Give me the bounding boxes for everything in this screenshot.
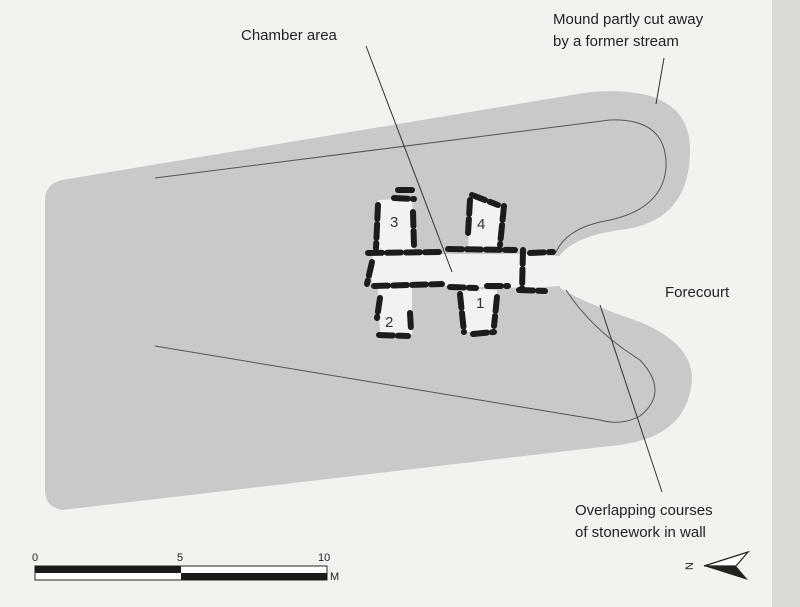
scale-tick-0: 0 <box>32 552 38 564</box>
chamber-3-label: 3 <box>390 214 398 231</box>
chamber-2-label: 2 <box>385 314 393 331</box>
stone-walls <box>364 187 556 339</box>
scale-unit: M <box>330 571 339 583</box>
overlap-label-line1: Overlapping courses <box>575 502 713 519</box>
north-letter: N <box>684 562 696 570</box>
scale-tick-10: 10 <box>318 552 330 564</box>
forecourt-label: Forecourt <box>665 284 730 301</box>
mound-outline <box>45 91 692 510</box>
page-fold-shadow <box>772 0 800 607</box>
mound-label-line2: by a former stream <box>553 33 679 50</box>
overlap-leader <box>599 304 663 493</box>
mound-leader <box>655 57 665 105</box>
chamber-floor <box>372 197 560 334</box>
inner-wall-line <box>154 119 667 253</box>
north-arrow-icon: N <box>684 550 750 580</box>
overlap-label-line2: of stonework in wall <box>575 524 706 541</box>
inner-wall-line-lower <box>154 289 656 423</box>
chamber-4-label: 4 <box>477 216 485 233</box>
chamber-1-label: 1 <box>476 295 484 312</box>
scale-bar: 0 5 10 M <box>32 552 339 583</box>
mound-label-line1: Mound partly cut away <box>553 11 704 28</box>
chamber-area-leader <box>365 45 453 273</box>
scale-tick-5: 5 <box>177 552 183 564</box>
chamber-area-label: Chamber area <box>241 27 338 44</box>
